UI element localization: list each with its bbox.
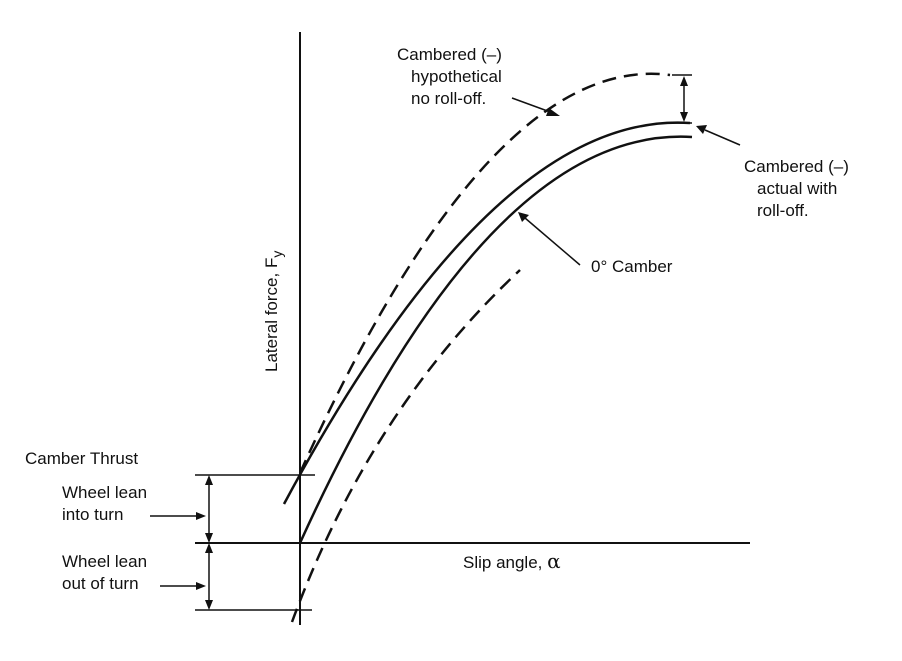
lean-out-of-turn-span [205, 543, 213, 610]
y-axis-label: Lateral force, Fy [262, 251, 285, 372]
arrow-to-lean-out [160, 582, 206, 590]
series-actual-with-rolloff [282, 121, 691, 505]
annotation-camber-thrust: Camber Thrust [25, 449, 138, 468]
annotation-lean-in: Wheel lean into turn [62, 483, 152, 524]
series-hypothetical-no-rolloff [298, 72, 671, 474]
series-zero-camber [298, 135, 693, 544]
arrow-to-zero-camber [518, 212, 581, 266]
annotation-lean-out: Wheel lean out of turn [62, 552, 152, 593]
annotation-actual: Cambered (–) actual with roll-off. [744, 157, 854, 220]
rolloff-gap-marker [672, 74, 692, 124]
x-axis-label: Slip angle, α [463, 549, 561, 573]
annotation-hypothetical: Cambered (–) hypothetical no roll-off. [397, 45, 507, 108]
annotation-zero-camber: 0° Camber [591, 257, 673, 276]
arrow-to-hypothetical [511, 97, 560, 116]
arrow-to-actual [696, 125, 741, 146]
arrow-to-lean-in [150, 512, 206, 520]
lean-into-turn-span [205, 475, 213, 543]
